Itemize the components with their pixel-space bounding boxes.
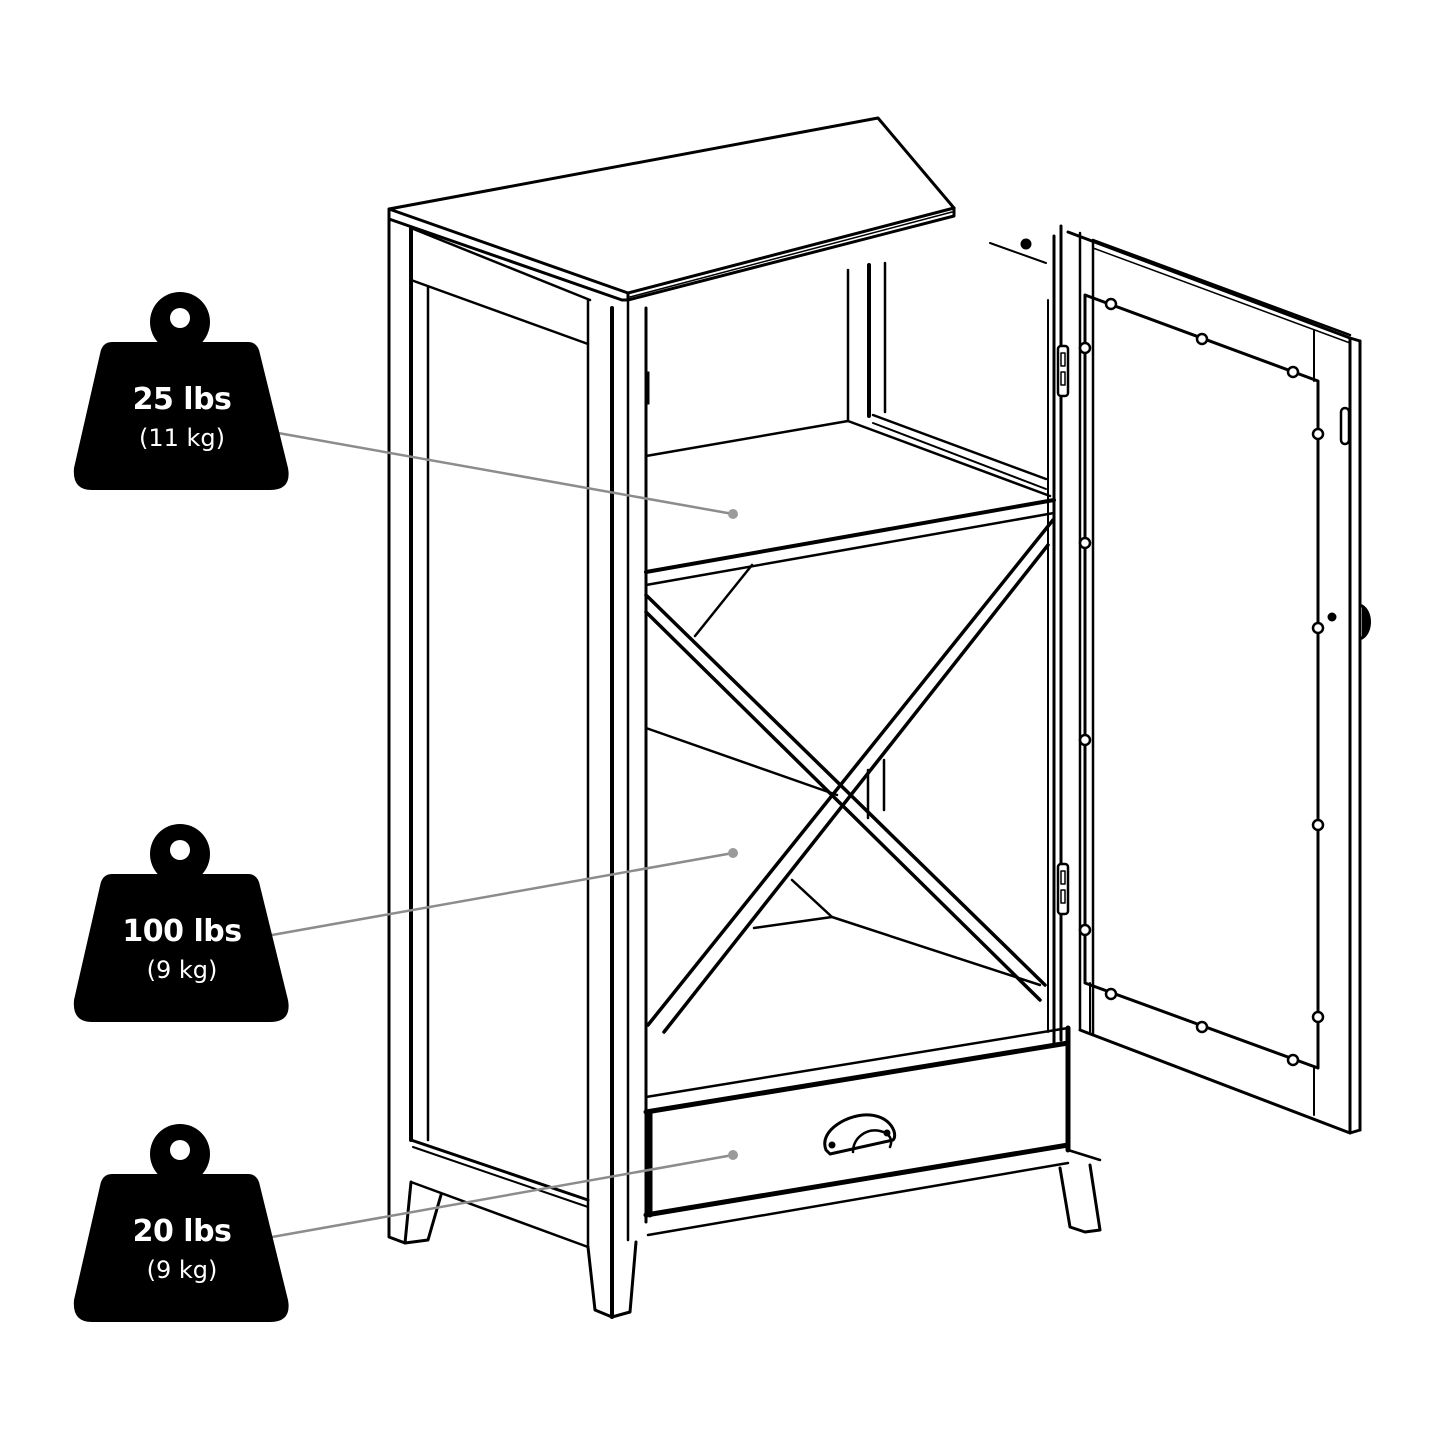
weight-lbs-label: 100 lbs	[122, 914, 242, 949]
weight-lbs-label: 20 lbs	[132, 1214, 232, 1249]
weight-icon	[73, 1124, 289, 1322]
open-door	[1066, 230, 1371, 1135]
weight-kg-label: (9 kg)	[146, 956, 218, 984]
weight-badge-top-shelf: 25 lbs (11 kg)	[72, 290, 292, 495]
cabinet-top	[387, 116, 956, 302]
weight-badge-x-rack: 100 lbs (9 kg)	[72, 822, 292, 1027]
x-brace-rack	[644, 518, 1055, 1034]
door-latch-icon	[1339, 406, 1351, 446]
right-hinge-stile	[1056, 224, 1082, 1042]
cabinet-left-side	[387, 217, 592, 1249]
hinge-bottom-icon	[1056, 862, 1070, 916]
top-compartment	[644, 234, 1056, 1047]
leader-line-drawer	[270, 1153, 735, 1239]
weight-kg-label: (11 kg)	[138, 424, 226, 452]
leader-line-top-shelf	[276, 431, 735, 516]
weight-badge-drawer: 20 lbs (9 kg)	[72, 1122, 292, 1327]
hinge-top-icon	[1056, 344, 1070, 398]
leader-line-x-rack	[270, 851, 735, 937]
front-left-post	[586, 298, 650, 1319]
leader-lines	[270, 431, 738, 1239]
weight-kg-label: (9 kg)	[146, 1256, 218, 1284]
drawer-pull-handle-icon	[823, 1113, 897, 1156]
weight-lbs-label: 25 lbs	[132, 382, 232, 417]
middle-shelf	[644, 498, 1056, 587]
door-panel-screws	[1078, 297, 1325, 1067]
leader-dot-x-rack	[728, 848, 738, 858]
drawer	[643, 1025, 1102, 1237]
door-knob-icon	[1360, 604, 1371, 640]
weight-icon	[73, 292, 289, 490]
weight-icon	[73, 824, 289, 1022]
leader-dot-drawer	[728, 1150, 738, 1160]
leader-dot-top-shelf	[728, 509, 738, 519]
